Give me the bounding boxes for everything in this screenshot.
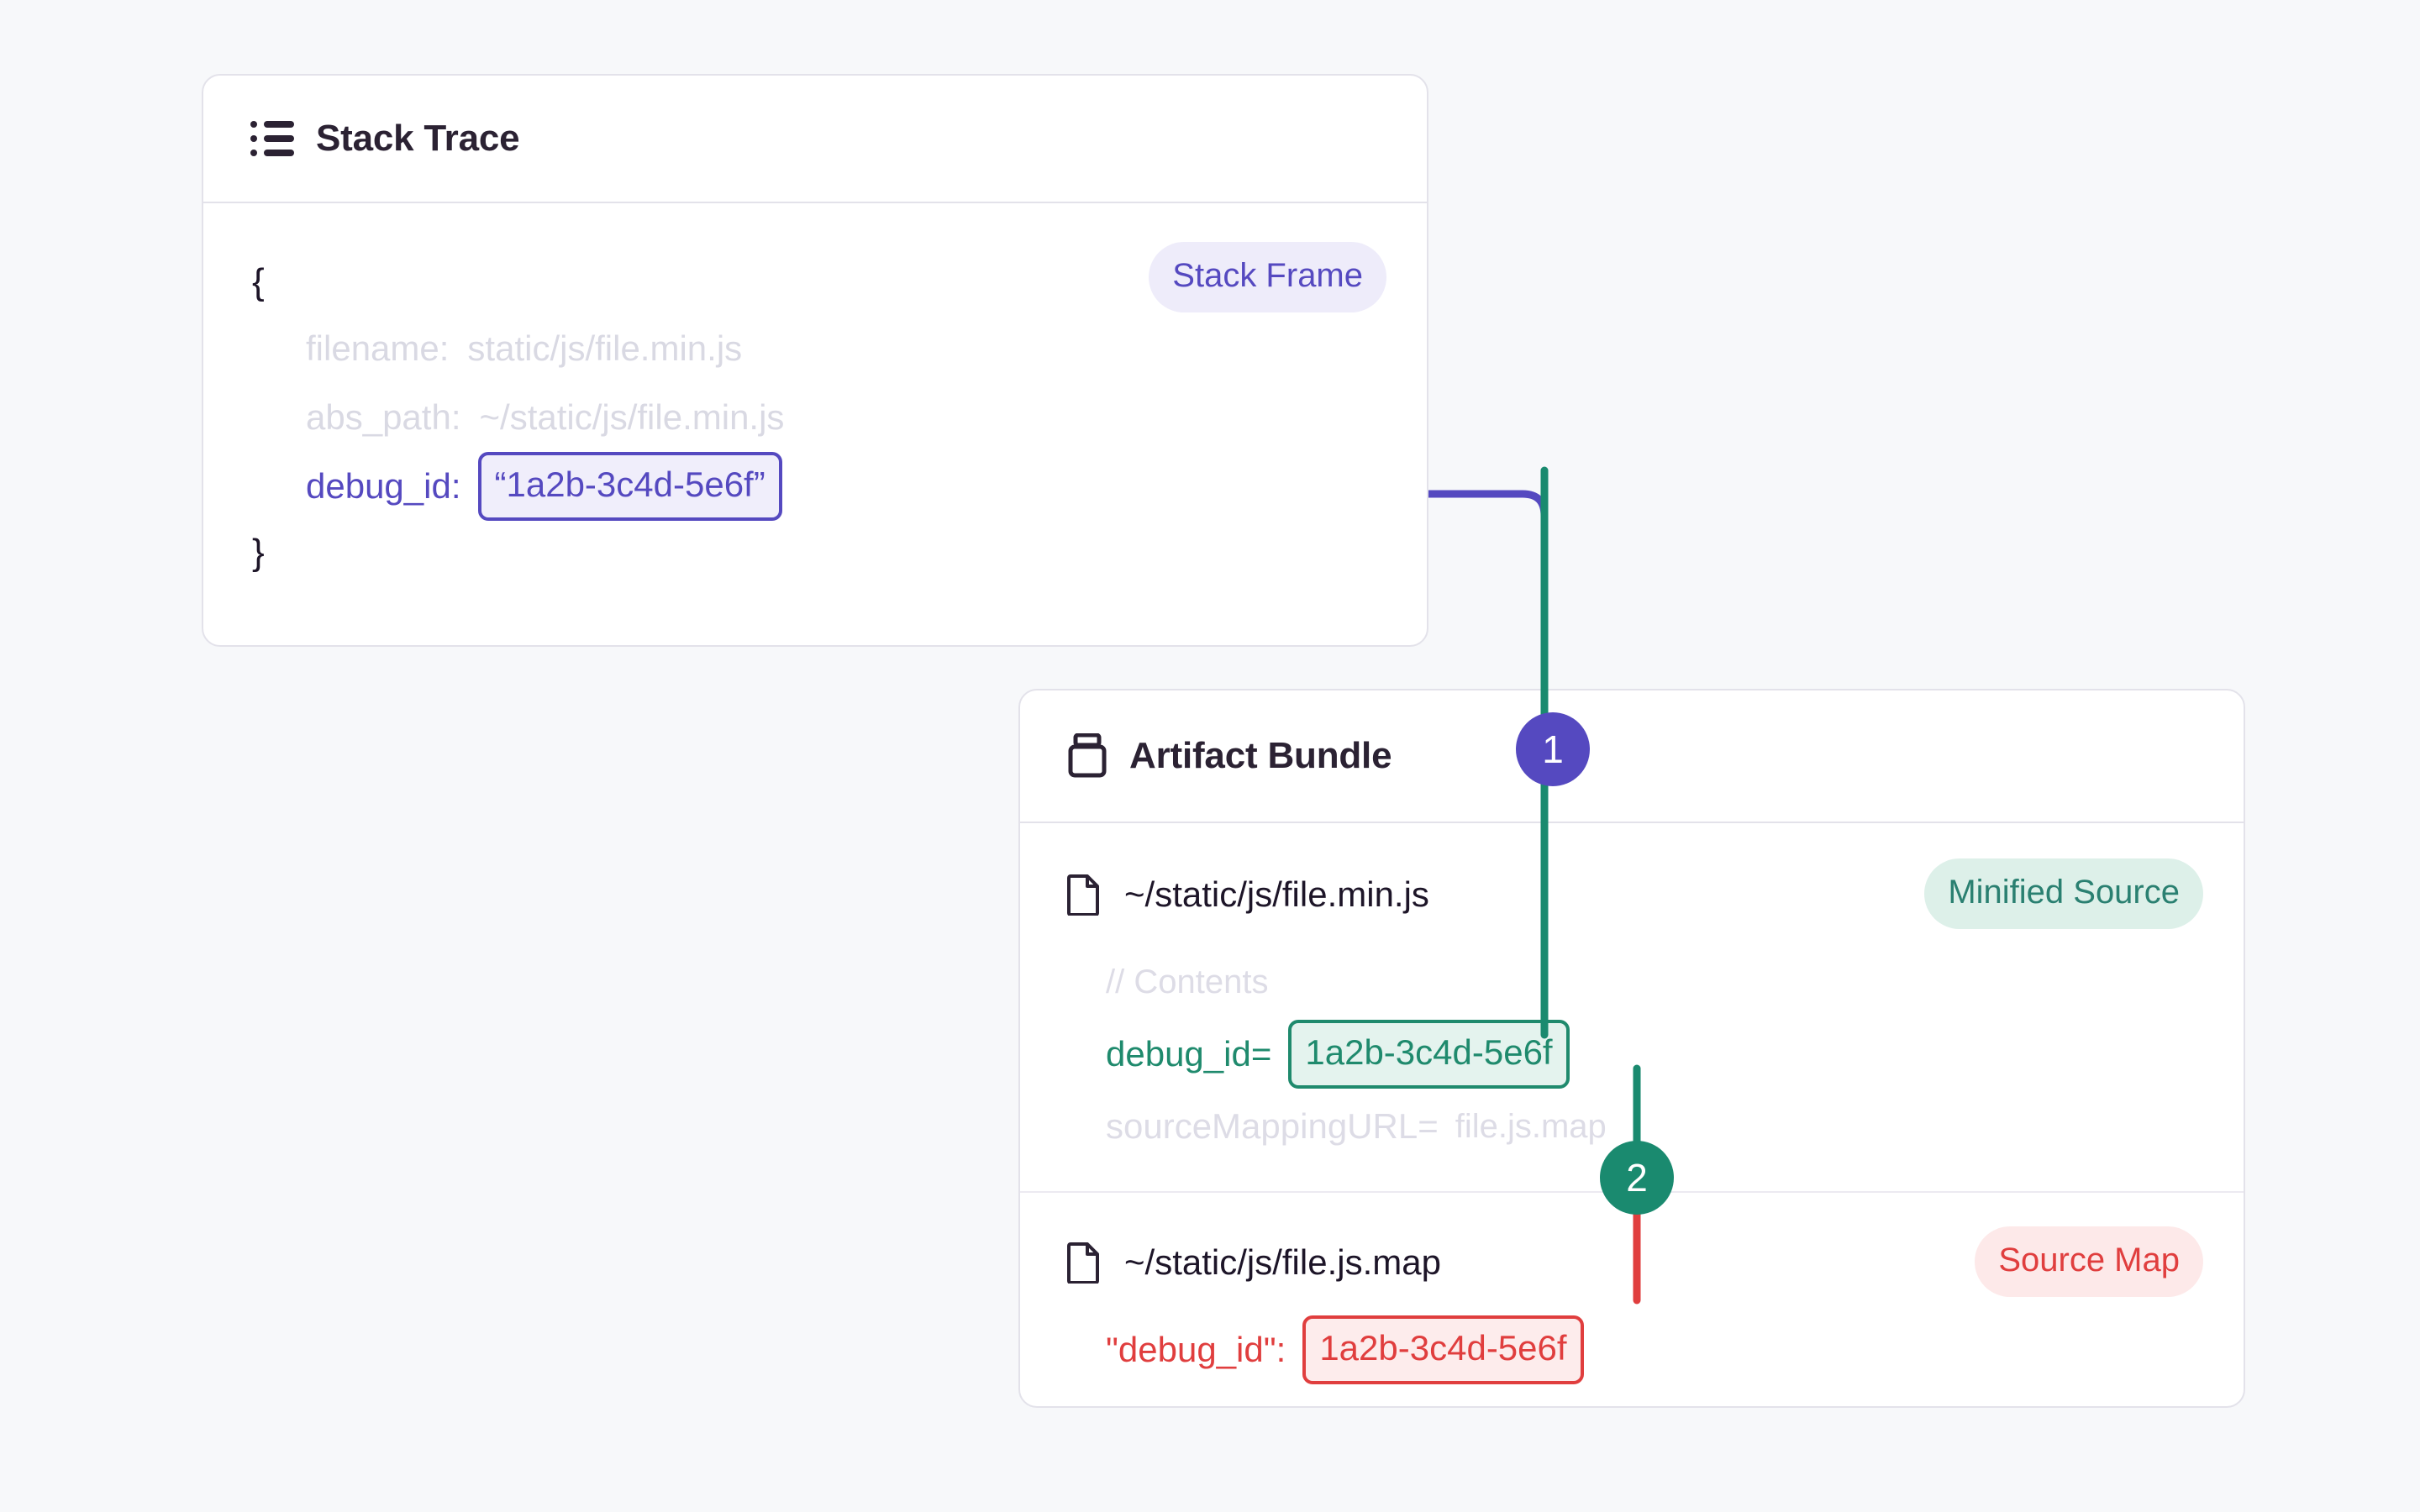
- stack-trace-card: Stack Trace Stack Frame { filename: stat…: [202, 74, 1428, 647]
- abs-path-value: ~/static/js/file.min.js: [479, 397, 785, 437]
- minified-source-file-row: ~/static/js/file.min.js: [1020, 864, 2244, 926]
- source-map-file-name: ~/static/js/file.js.map: [1124, 1242, 1441, 1282]
- source-map-file-row: ~/static/js/file.js.map: [1020, 1231, 2244, 1294]
- abs-path-key: abs_path:: [306, 397, 461, 437]
- source-mapping-url-row: sourceMappingURL= file.js.map: [1020, 1090, 2244, 1163]
- debug-id-key: debug_id:: [306, 466, 461, 506]
- artifact-bundle-title: Artifact Bundle: [1129, 735, 1392, 776]
- step-badge-2: 2: [1600, 1141, 1674, 1215]
- list-icon: [250, 120, 294, 157]
- minified-source-section: Minified Source ~/static/js/file.min.js …: [1020, 823, 2244, 1191]
- minified-source-debugid-row: debug_id= 1a2b-3c4d-5e6f: [1020, 1018, 2244, 1090]
- contents-comment: // Contents: [1106, 963, 1269, 1000]
- minified-source-file-name: ~/static/js/file.min.js: [1124, 874, 1429, 914]
- minified-source-debug-id-chip[interactable]: 1a2b-3c4d-5e6f: [1288, 1020, 1570, 1089]
- minified-debug-id-key: debug_id=: [1106, 1034, 1272, 1074]
- source-map-debugid-row: "debug_id": 1a2b-3c4d-5e6f: [1020, 1314, 2244, 1386]
- artifact-jar-icon: [1067, 733, 1107, 779]
- stack-trace-body: Stack Frame { filename: static/js/file.m…: [203, 203, 1427, 647]
- source-map-debug-id-chip[interactable]: 1a2b-3c4d-5e6f: [1302, 1315, 1584, 1384]
- source-mapping-url-key: sourceMappingURL=: [1106, 1106, 1439, 1146]
- stack-frame-badge: Stack Frame: [1149, 242, 1386, 312]
- stack-trace-header: Stack Trace: [203, 76, 1427, 203]
- file-icon: [1067, 1242, 1101, 1284]
- source-map-section: Source Map ~/static/js/file.js.map "debu…: [1020, 1191, 2244, 1415]
- step-badge-1: 1: [1516, 712, 1590, 786]
- source-map-badge: Source Map: [1975, 1226, 2203, 1297]
- source-mapping-url-value: file.js.map: [1455, 1107, 1607, 1145]
- stack-frame-filename-row: filename: static/js/file.min.js: [203, 314, 1427, 383]
- stack-frame-abspath-row: abs_path: ~/static/js/file.min.js: [203, 383, 1427, 452]
- json-open-brace: {: [252, 261, 265, 302]
- artifact-bundle-card: Artifact Bundle Minified Source ~/static…: [1018, 689, 2245, 1408]
- filename-key: filename:: [306, 328, 450, 368]
- file-icon: [1067, 874, 1101, 916]
- minified-source-badge: Minified Source: [1924, 858, 2203, 929]
- source-map-debug-id-key: "debug_id":: [1106, 1330, 1286, 1369]
- stack-trace-title: Stack Trace: [316, 118, 520, 159]
- artifact-bundle-header: Artifact Bundle: [1020, 690, 2244, 823]
- stack-trace-debug-id-chip[interactable]: “1a2b-3c4d-5e6f”: [477, 452, 782, 521]
- filename-value: static/js/file.min.js: [467, 328, 743, 368]
- json-close-brace: }: [252, 532, 265, 573]
- stack-frame-debugid-row: debug_id: “1a2b-3c4d-5e6f”: [203, 452, 1427, 521]
